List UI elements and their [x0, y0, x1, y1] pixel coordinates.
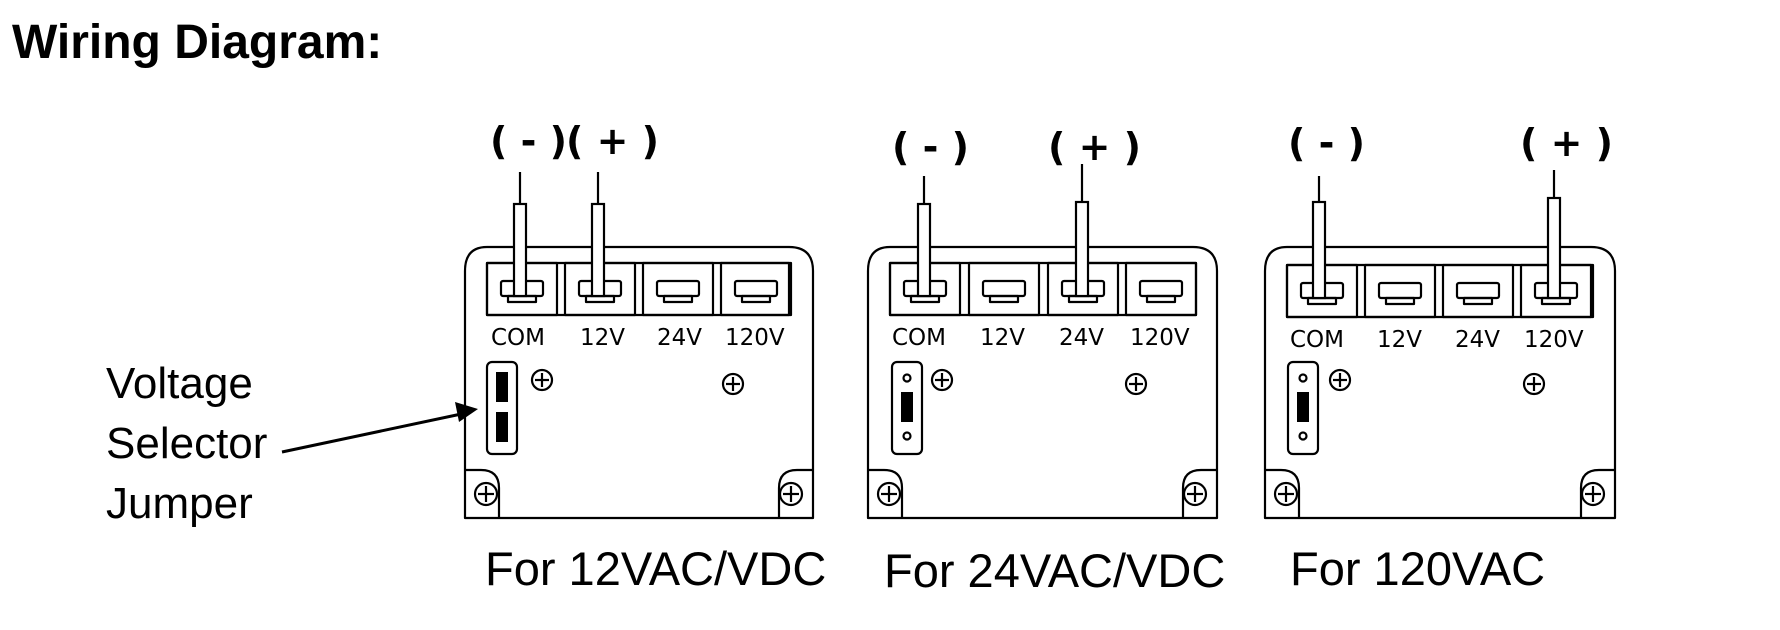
callout-line-2: Selector — [106, 419, 267, 468]
terminal-label-com: COM — [491, 325, 545, 351]
module-housing — [1263, 245, 1617, 520]
terminal-label-120v: 120V — [725, 325, 785, 351]
terminal-label-com: COM — [892, 325, 946, 351]
polarity-negative-label: ( - ) — [892, 125, 969, 169]
screw-icon — [530, 368, 554, 392]
module-caption: For 120VAC — [1290, 542, 1545, 595]
wire-positive — [1074, 200, 1090, 298]
module-12v: COM 12V 24V 120V ( - ) ( + ) — [463, 119, 826, 595]
terminal-24v: 24V — [1441, 263, 1515, 353]
corner-screw-icon — [465, 468, 501, 518]
terminal-120v: 120V — [1519, 263, 1593, 353]
wire-negative — [916, 202, 932, 298]
voltage-selector-callout: Voltage Selector Jumper — [106, 359, 478, 528]
terminal-label-12v: 12V — [1377, 327, 1422, 353]
corner-screw-icon — [777, 468, 813, 518]
screw-icon — [1328, 368, 1352, 392]
callout-arrow-line — [281, 411, 467, 454]
polarity-positive-label: ( + ) — [566, 119, 659, 163]
terminal-120v: 120V — [1124, 261, 1198, 351]
terminal-24v: 24V — [1046, 261, 1120, 351]
terminal-120v: 120V — [719, 261, 793, 351]
corner-screw-icon — [868, 468, 904, 518]
callout-line-1: Voltage — [106, 359, 253, 408]
terminal-label-com: COM — [1290, 327, 1344, 353]
wire-positive — [590, 202, 606, 298]
module-housing — [866, 245, 1219, 520]
terminal-label-24v: 24V — [1455, 327, 1500, 353]
voltage-selector-jumper — [485, 360, 519, 456]
screw-icon — [930, 368, 954, 392]
polarity-positive-label: ( + ) — [1048, 125, 1141, 169]
page-title: Wiring Diagram: — [12, 16, 382, 69]
polarity-positive-label: ( + ) — [1520, 121, 1613, 165]
terminal-24v: 24V — [641, 261, 715, 351]
module-24v: COM 12V 24V 120V ( - ) ( + ) — [866, 125, 1225, 597]
terminal-label-120v: 120V — [1130, 325, 1190, 351]
callout-line-3: Jumper — [106, 479, 253, 528]
module-housing — [463, 245, 815, 520]
terminal-label-12v: 12V — [980, 325, 1025, 351]
terminal-12v: 12V — [1363, 263, 1437, 353]
corner-screw-icon — [1579, 468, 1615, 518]
terminal-label-24v: 24V — [657, 325, 702, 351]
wire-positive — [1546, 196, 1562, 300]
terminal-label-12v: 12V — [580, 325, 625, 351]
screw-icon — [1522, 372, 1546, 396]
module-caption: For 24VAC/VDC — [884, 544, 1225, 597]
corner-screw-icon — [1181, 468, 1217, 518]
module-120v: COM 12V 24V 120V ( - ) ( + ) — [1263, 121, 1617, 595]
callout-arrowhead — [455, 402, 478, 422]
voltage-selector-jumper — [1286, 360, 1320, 456]
screw-icon — [721, 372, 745, 396]
screw-icon — [1124, 372, 1148, 396]
voltage-selector-jumper — [890, 360, 924, 456]
terminal-label-24v: 24V — [1059, 325, 1104, 351]
terminal-12v: 12V — [967, 261, 1041, 351]
polarity-negative-label: ( - ) — [490, 119, 567, 163]
polarity-negative-label: ( - ) — [1288, 121, 1365, 165]
terminal-label-120v: 120V — [1524, 327, 1584, 353]
module-caption: For 12VAC/VDC — [485, 542, 826, 595]
wire-negative — [512, 202, 528, 298]
wire-negative — [1311, 200, 1327, 300]
terminal-block — [888, 261, 1198, 317]
corner-screw-icon — [1265, 468, 1301, 518]
terminal-block — [485, 261, 791, 317]
